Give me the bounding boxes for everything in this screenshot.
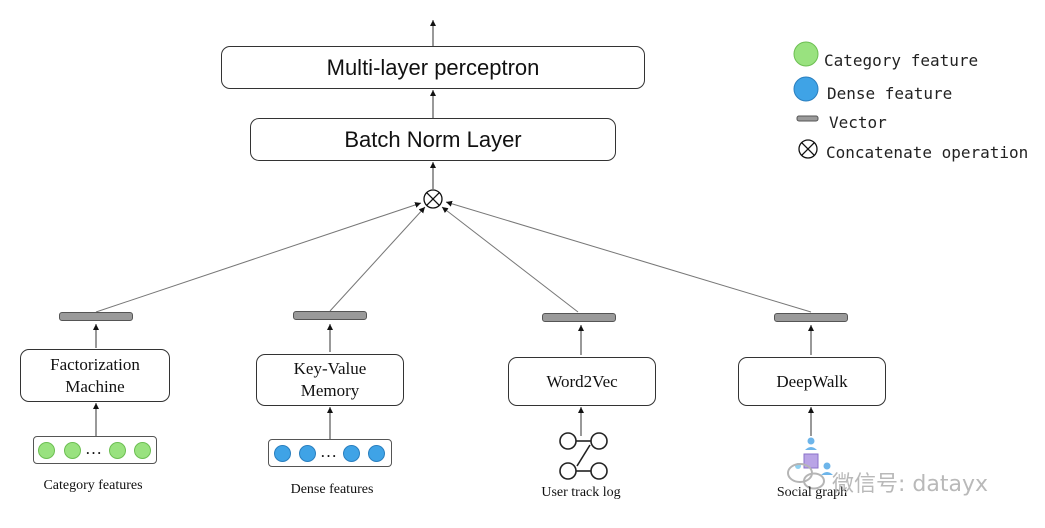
fm-vector-to-concat [95, 202, 422, 313]
wechat-icon [787, 463, 825, 490]
category-dot [134, 442, 151, 459]
deepwalk-box: DeepWalk [738, 357, 886, 406]
dense-ellipsis: … [320, 442, 337, 461]
legend-vector-label: Vector [829, 113, 887, 132]
category-features-caption: Category features [43, 478, 143, 493]
category-dot [64, 442, 81, 459]
deepwalk-label: DeepWalk [776, 371, 848, 391]
legend-dense-dot-icon [793, 76, 819, 102]
deepwalk-vector-to-concat [445, 200, 812, 313]
legend-category-label: Category feature [824, 51, 979, 70]
category-ellipsis: … [85, 439, 102, 458]
kv-label-line-1: Key-Value [293, 359, 367, 378]
legend-dense-label: Dense feature [827, 84, 953, 103]
mlp-label: Multi-layer perceptron [326, 54, 540, 80]
legend-concat-icon [798, 139, 818, 159]
deepwalk-output-vector [774, 313, 848, 322]
fm-label-line-1: Factorization [50, 354, 140, 374]
dense-dot [274, 445, 291, 462]
dense-dot [299, 445, 316, 462]
mlp-box: Multi-layer perceptron [221, 46, 645, 89]
category-features-input: … [33, 436, 157, 464]
dense-features-caption: Dense features [290, 482, 374, 497]
key-value-memory-box: Key-Value Memory [256, 354, 404, 406]
legend-vector-icon [796, 115, 819, 122]
category-dot [109, 442, 126, 459]
social-graph-caption: Social graph [776, 485, 848, 500]
dense-dot [368, 445, 385, 462]
kv-vector-to-concat [329, 206, 426, 312]
fm-label-line-2: Machine [65, 376, 125, 396]
concatenate-operator-icon [423, 189, 443, 209]
kv-output-vector [293, 311, 367, 320]
batch-norm-box: Batch Norm Layer [250, 118, 616, 161]
w2v-output-vector [542, 313, 616, 322]
legend-category-dot-icon [793, 41, 819, 67]
word2vec-label: Word2Vec [546, 371, 618, 391]
fm-output-vector [59, 312, 133, 321]
word2vec-box: Word2Vec [508, 357, 656, 406]
social-graph-icon [795, 437, 833, 475]
legend-concat-label: Concatenate operation [826, 143, 1029, 162]
kv-label-line-2: Memory [300, 381, 360, 400]
factorization-machine-box: Factorization Machine [20, 349, 170, 402]
dense-dot [343, 445, 360, 462]
w2v-vector-to-concat [441, 206, 579, 313]
dense-features-input: … [268, 439, 392, 467]
user-track-log-caption: User track log [541, 485, 621, 500]
watermark-text: 微信号: datayx [832, 472, 988, 497]
batch-norm-label: Batch Norm Layer [344, 126, 522, 152]
user-track-log-icon [559, 432, 608, 480]
category-dot [38, 442, 55, 459]
